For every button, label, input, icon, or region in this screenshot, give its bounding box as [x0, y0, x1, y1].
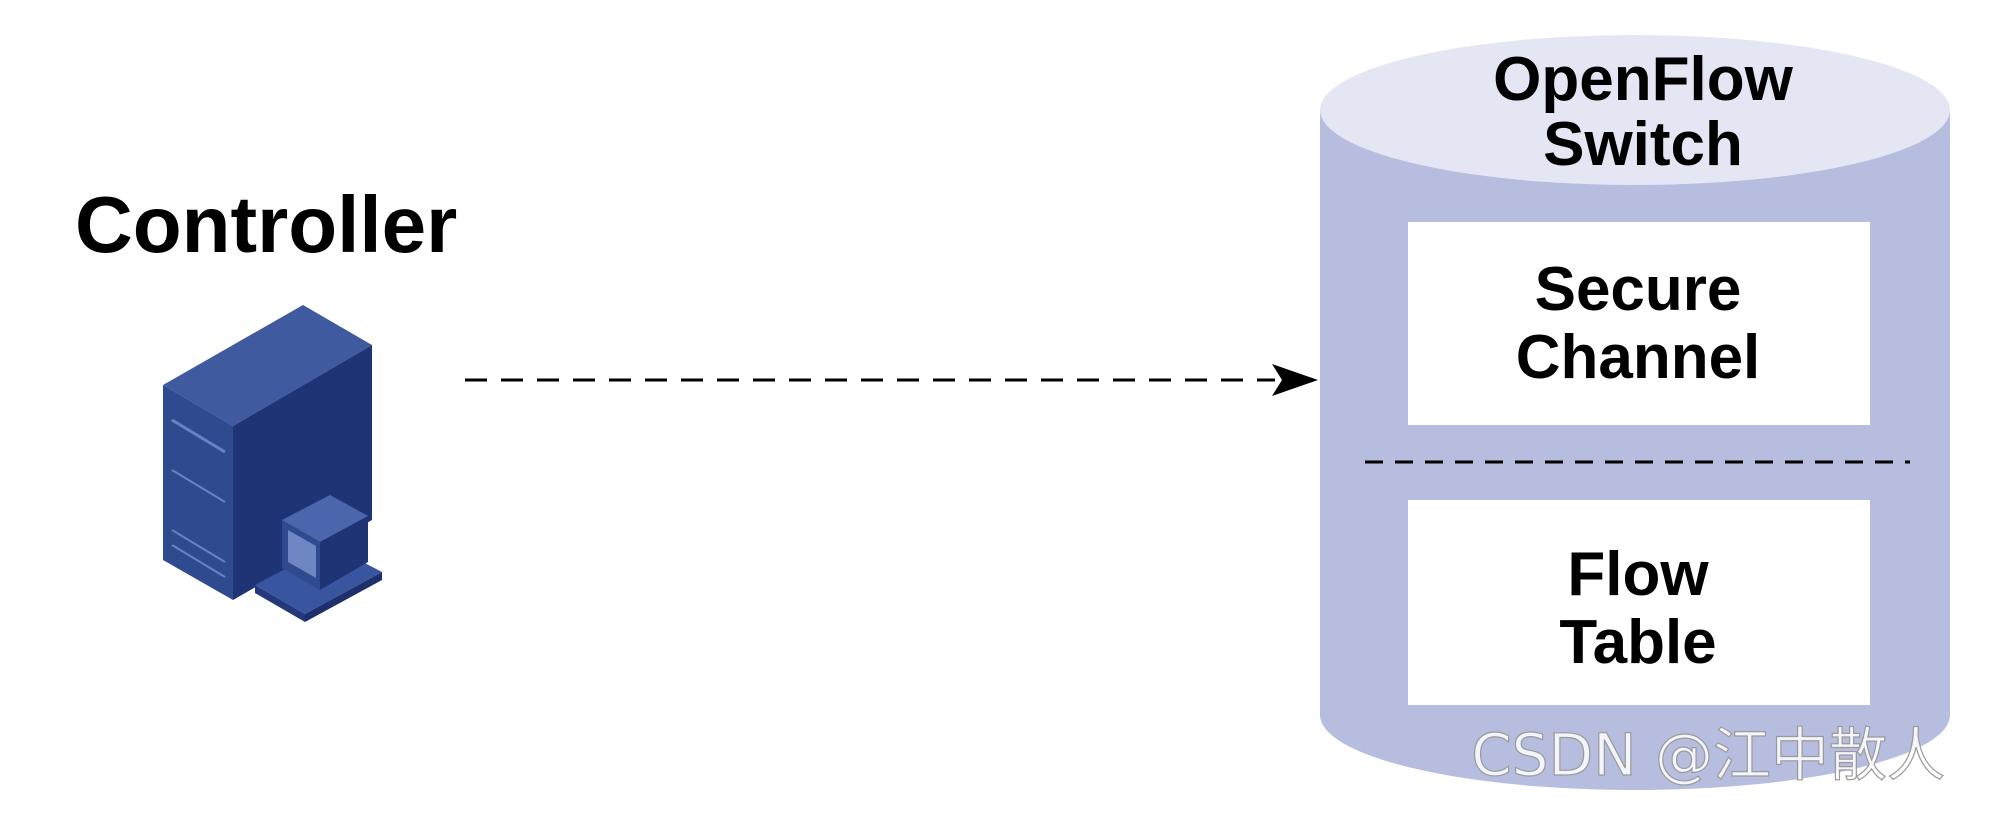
flow-table-label-line2: Table [1559, 608, 1716, 677]
switch-title-line2: Switch [1543, 110, 1743, 179]
secure-channel-label-line2: Channel [1516, 323, 1761, 392]
flow-table-label-line1: Flow [1567, 540, 1709, 609]
switch-title-line1: OpenFlow [1493, 45, 1793, 114]
controller-label: Controller [75, 180, 457, 269]
watermark-text: CSDN @江中散人 [1471, 721, 1945, 789]
server-computer-icon [163, 305, 382, 622]
secure-channel-box: Secure Channel [1408, 222, 1870, 425]
flow-table-box: Flow Table [1408, 500, 1870, 705]
connection-arrow [465, 364, 1318, 396]
secure-channel-label-line1: Secure [1535, 255, 1742, 324]
